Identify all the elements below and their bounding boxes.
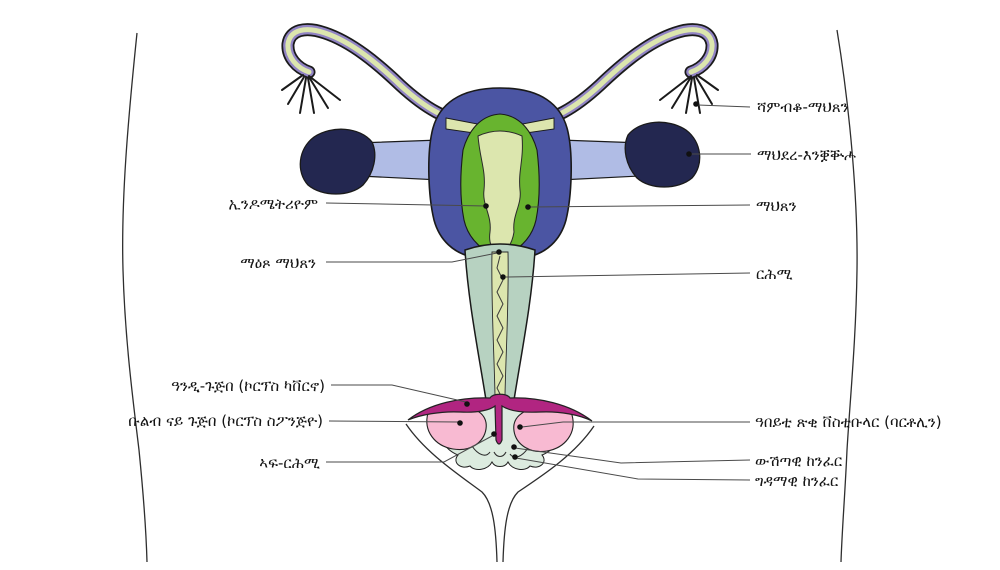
fallopian-tube-right [513, 23, 719, 134]
vaginal-opening-leader [326, 435, 493, 463]
tube-lumen-right [517, 27, 715, 130]
clitoral-bulb-label: ቡልብ ናይ ጉጅበ (ኮርፕስ ስፖንጅዮ) [128, 412, 323, 430]
clitoral-shaft-dot [464, 401, 470, 407]
labia-minora-label: ውሽጣዊ ከንፈር [755, 452, 843, 470]
fimbriae-spikes-left [281, 74, 341, 114]
ovary-left [299, 128, 376, 195]
ovary-dot [686, 151, 692, 157]
uterus-label: ማህጸን [756, 197, 797, 215]
body-contour-left [122, 32, 148, 563]
vagina-dot [500, 274, 506, 280]
cervix-label: ማዕጾ ማህጸን [240, 254, 316, 272]
labia-majora-leader [515, 457, 751, 481]
anchor-dots [457, 101, 699, 460]
endometrium-leader [325, 202, 487, 207]
labia-outline-left [405, 423, 498, 563]
leader-lines [325, 104, 751, 481]
labia-majora-dot [512, 454, 518, 460]
body-contour-right [836, 29, 858, 563]
cervix-leader [326, 252, 498, 263]
fallopian-tube-label: ሻምብቆ-ማህጸን [757, 98, 849, 116]
clitoral-bulb-leader [328, 420, 459, 423]
bartholin-dot [517, 424, 523, 430]
fallopian-tube-leader [697, 104, 751, 108]
fimbriae-right [659, 74, 719, 114]
uterus-dot [525, 204, 531, 210]
fallopian-tube-left [281, 23, 487, 134]
uterus-leader [529, 204, 751, 208]
labia-majora-label: ግዳማዊ ከንፈር [755, 472, 839, 490]
fimbriae-left [281, 74, 341, 114]
ovary-label: ማህደረ-እንቛቝሖ [757, 146, 857, 164]
clitoral-crura [407, 393, 593, 445]
bartholin-leader [521, 421, 750, 428]
vaginal-opening-label: ኣፍ-ርሕሚ [259, 454, 320, 472]
tube-lumen-left [285, 27, 483, 130]
cervix-dot [496, 249, 502, 255]
vagina-leader [505, 272, 751, 278]
labia-minora-leader [514, 447, 751, 464]
ovary-right [624, 121, 701, 188]
labia-minora-dot [511, 444, 517, 450]
clitoral-shaft-label: ዓንዲ-ጉጅበ (ኮርፕስ ካቨርኖ) [171, 377, 325, 395]
vestibular-bulb-right [513, 406, 574, 453]
endometrium-dot [483, 203, 489, 209]
clitoral-shaft-leader [331, 384, 467, 403]
vaginal-opening-dot [491, 431, 497, 437]
labia-outline-right [502, 425, 595, 563]
endometrium-label: ኢንዶሜትሪዮም [228, 195, 318, 213]
fimbriae-spikes-right [659, 74, 719, 114]
clitoral-bulb-dot [457, 420, 463, 426]
bartholin-gland-label: ዓበይቲ ጽቂ ቨስቲቡላር (ባርቶሊን) [755, 413, 942, 431]
fallopian-tube-dot [693, 101, 699, 107]
vagina-label: ርሕሚ [756, 265, 793, 283]
